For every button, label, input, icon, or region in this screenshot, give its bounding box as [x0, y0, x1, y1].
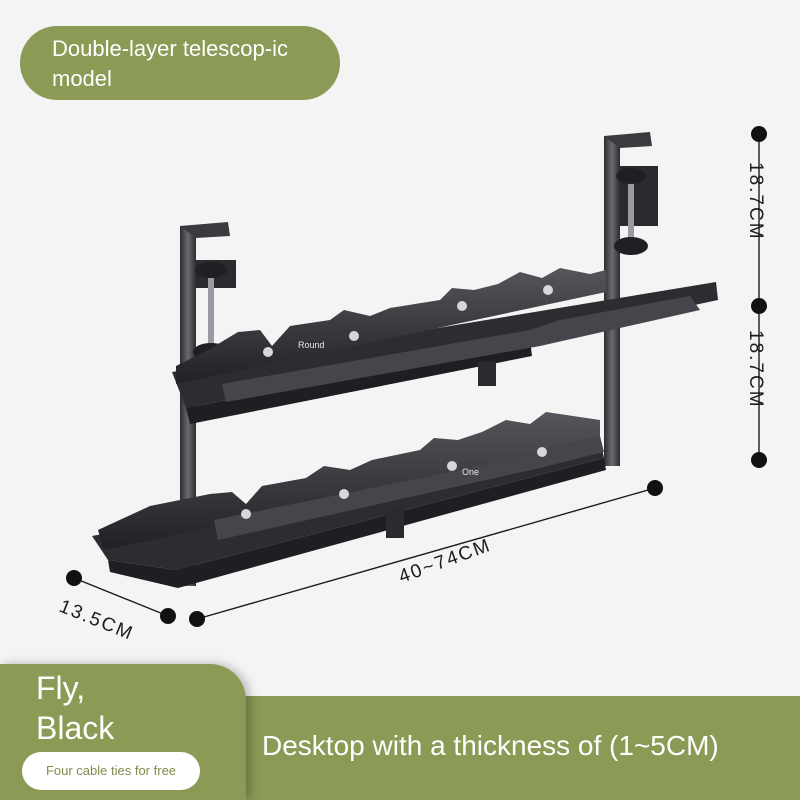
gift-badge: Four cable ties for free [22, 752, 200, 790]
upper-height-label: 18.7CM [745, 162, 766, 241]
dimension-dots [66, 126, 767, 627]
lower-tray-label: One [462, 467, 480, 477]
variant-name: Fly, Black [36, 668, 114, 748]
model-label-text: Double-layer telescop-ic model [52, 36, 288, 91]
dimension-lines [73, 134, 760, 620]
variant-line-2: Black [36, 710, 115, 746]
desk-thickness-note: Desktop with a thickness of (1~5CM) [262, 730, 719, 761]
lower-height-label: 18.7CM [745, 330, 766, 409]
lower-tray [92, 412, 606, 588]
variant-line-1: Fly, [36, 670, 86, 706]
model-label: Double-layer telescop-ic model [20, 26, 340, 100]
upper-tray-label: Round [298, 340, 325, 350]
upper-tray [172, 268, 718, 424]
